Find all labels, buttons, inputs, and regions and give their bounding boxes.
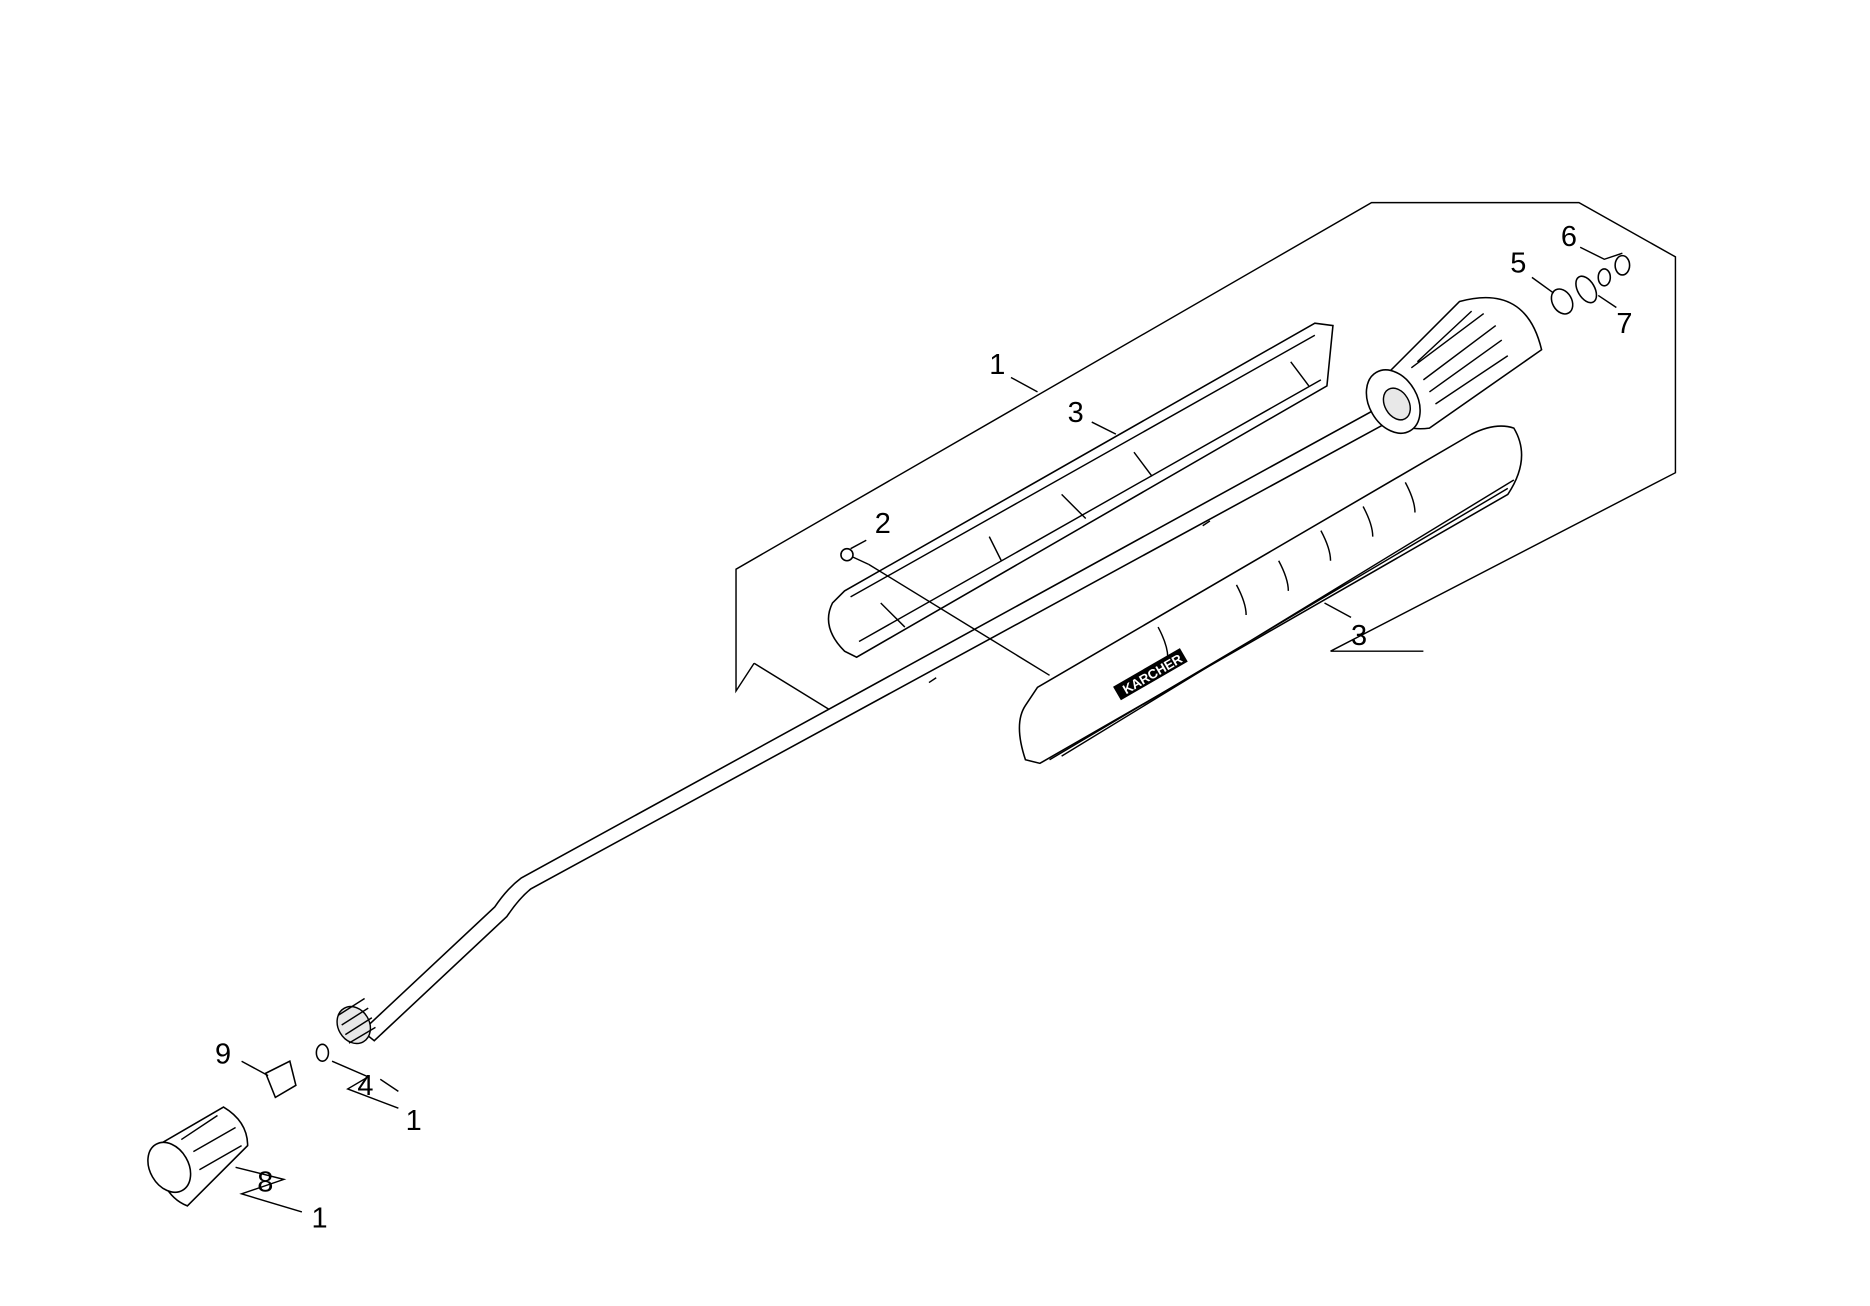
threaded-nipple	[336, 997, 376, 1045]
callout-1-mid: 1	[406, 1105, 422, 1137]
handle-grip-shell-lower: KARCHER	[1018, 425, 1523, 765]
assembly-boundary	[735, 201, 1677, 694]
callout-1-top: 1	[989, 349, 1005, 381]
callout-4: 4	[357, 1070, 373, 1102]
nozzle-head	[1365, 296, 1543, 434]
handle-half-shell-upper	[827, 322, 1334, 659]
callout-9: 9	[215, 1039, 231, 1071]
clip-9	[264, 1060, 297, 1099]
washer-6a	[1597, 268, 1612, 287]
callout-6: 6	[1561, 221, 1577, 253]
lance-tube	[360, 400, 1401, 1042]
screw	[840, 547, 869, 566]
o-ring-7	[1575, 275, 1598, 304]
union-nut-8	[147, 1106, 249, 1207]
washer-6b	[1614, 254, 1631, 276]
callout-leaders	[235, 246, 1623, 1213]
callout-5: 5	[1510, 248, 1526, 280]
callout-8: 8	[257, 1166, 273, 1198]
callout-3-lower: 3	[1351, 620, 1367, 652]
o-ring-4	[315, 1043, 330, 1062]
callout-7: 7	[1616, 308, 1632, 340]
callout-3-upper: 3	[1068, 397, 1084, 429]
callout-2: 2	[875, 508, 891, 540]
callout-1-bottom: 1	[312, 1203, 328, 1235]
o-ring-5	[1550, 288, 1574, 315]
